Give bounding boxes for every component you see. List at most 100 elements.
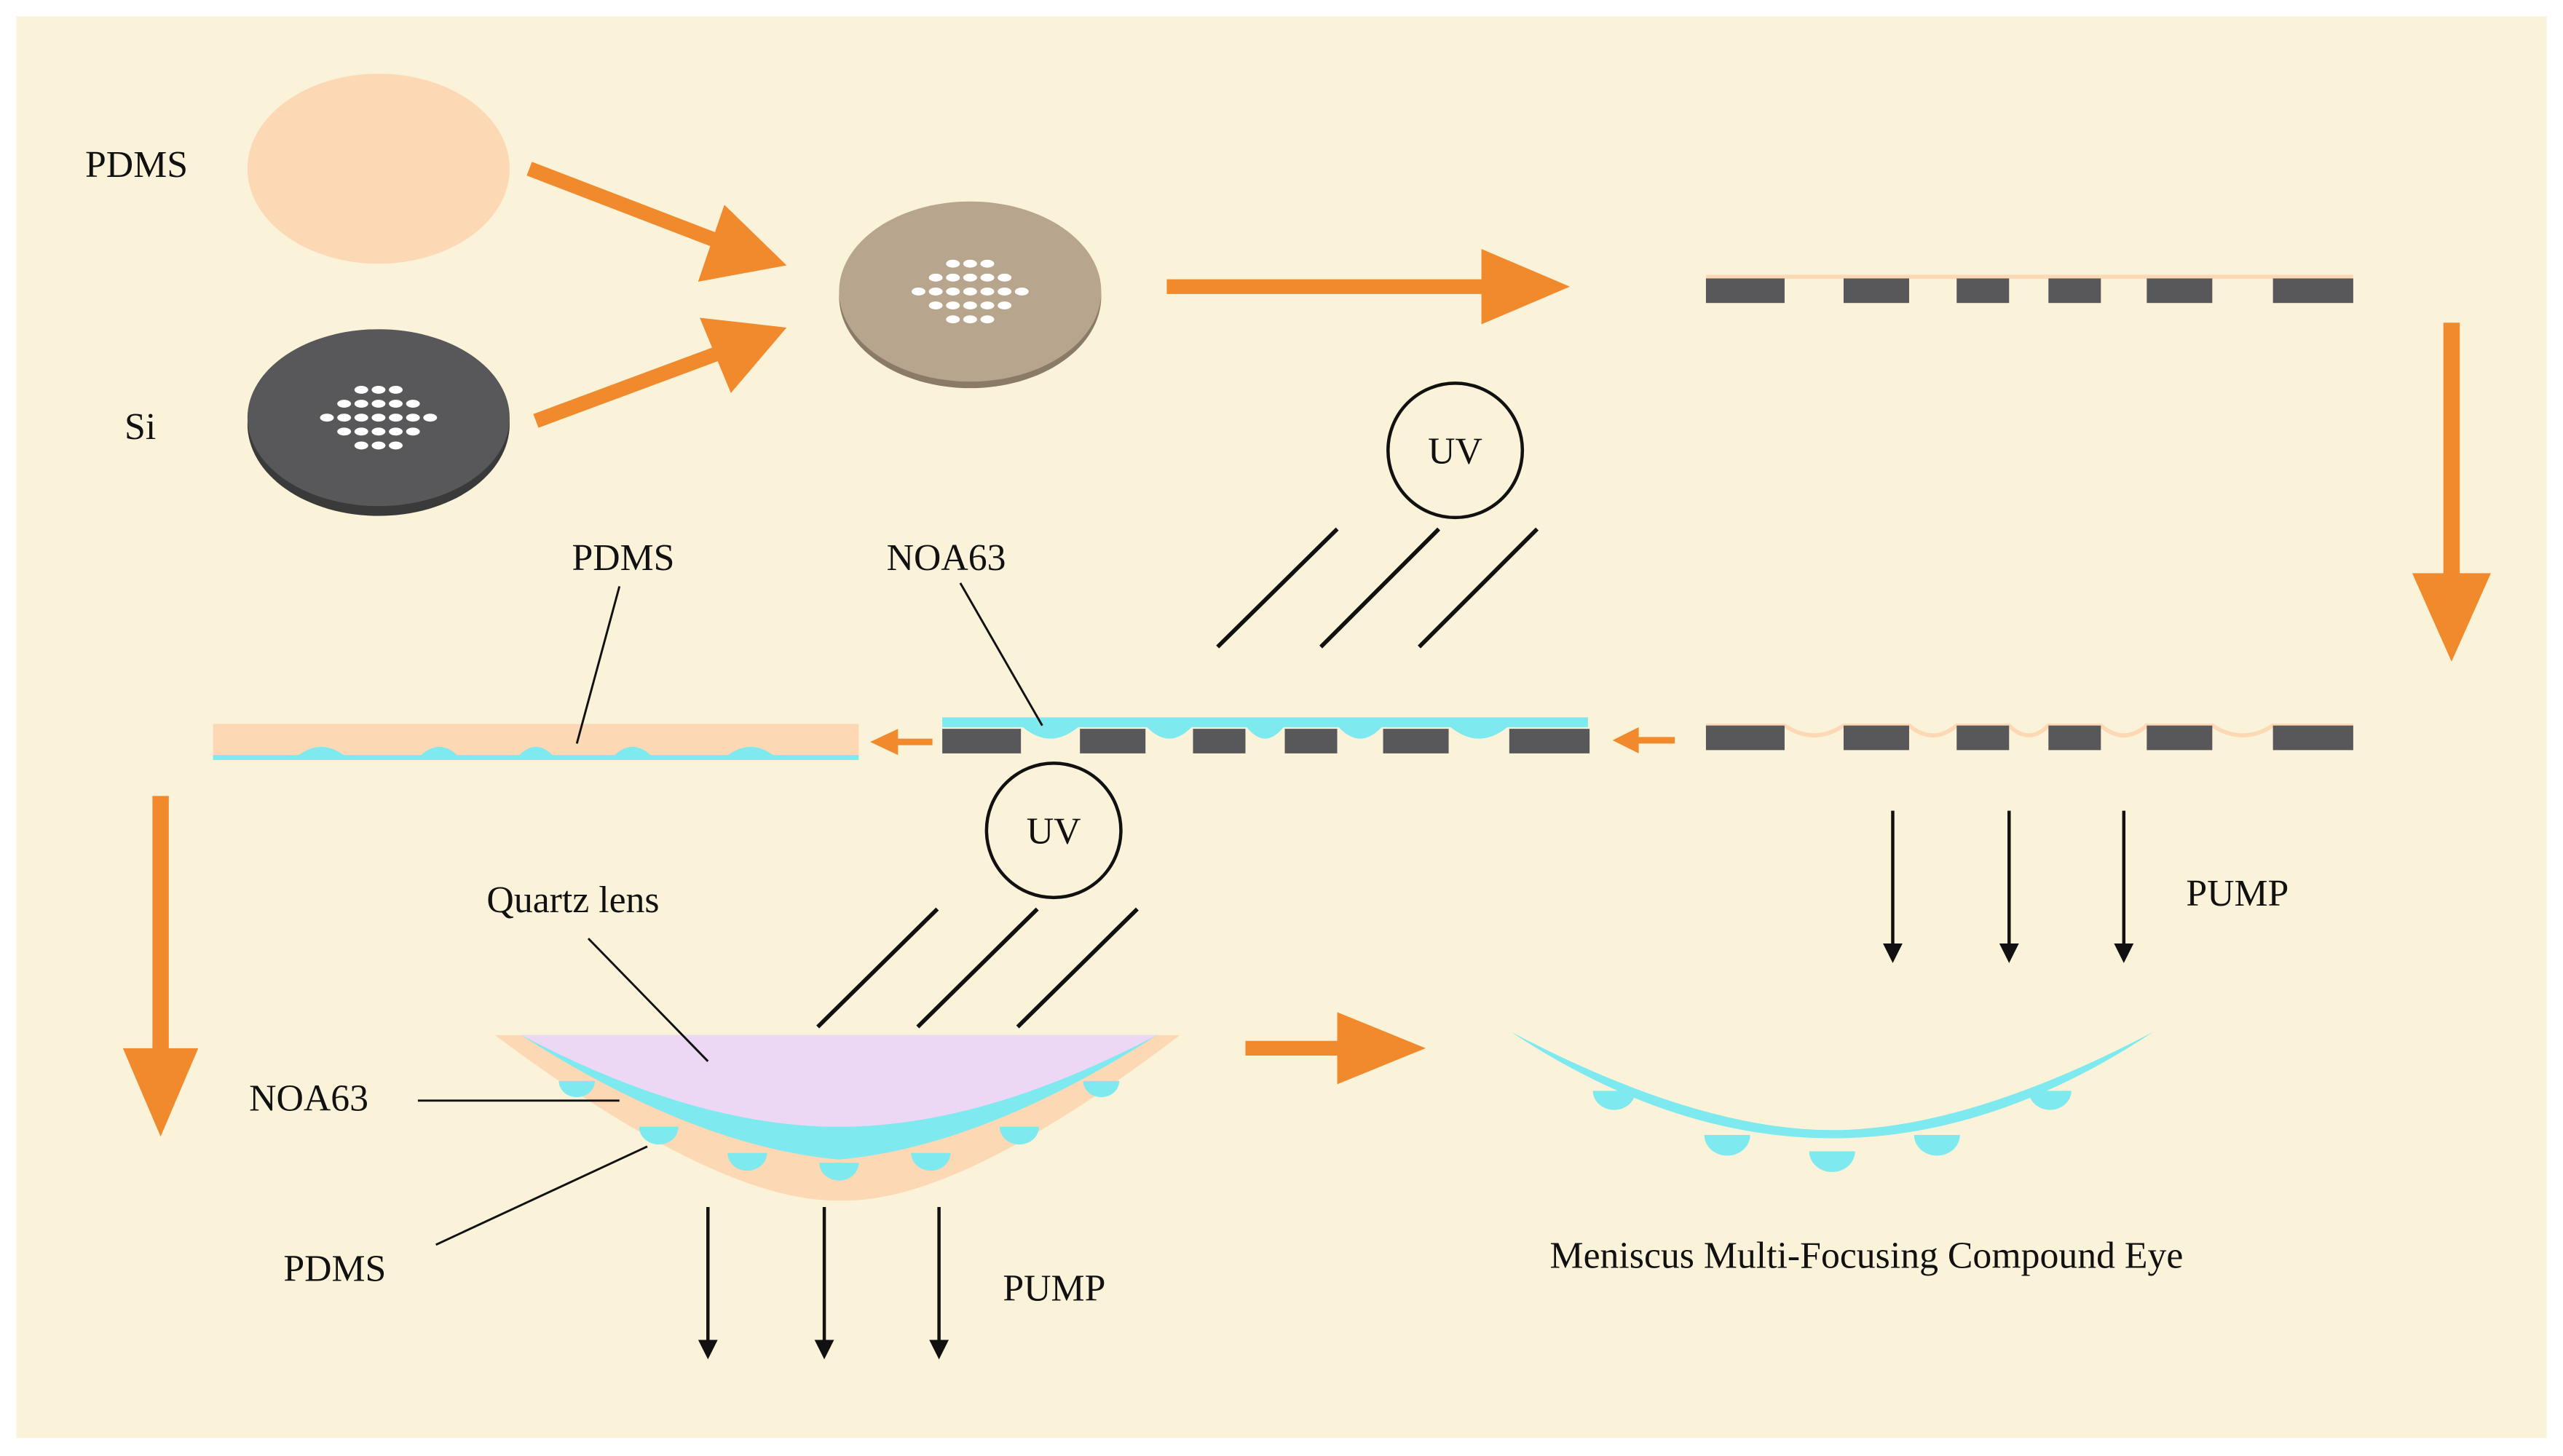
uv-rays-lower [816,907,1139,1029]
microhole [946,259,960,268]
si-segment [1705,278,1785,304]
microhole [928,288,943,296]
microhole [912,288,925,296]
microhole [406,427,420,436]
microhole [980,273,995,282]
pump-arrows-right [1882,810,2134,963]
si-segment [1843,725,1909,751]
microhole [928,273,943,282]
pdms-film-leader [575,586,621,744]
microhole [354,386,368,394]
si-segments-right [1705,725,2353,751]
microhole [946,288,960,296]
arrow-to-cross-section [1166,248,1571,325]
arrow-down-left [122,796,199,1137]
microhole [1014,288,1029,296]
si-source-label: Si [125,406,156,448]
microhole [371,441,386,450]
microhole [389,414,403,422]
microhole [371,414,386,422]
si-segments-middle [942,729,1590,753]
si-segment [2048,725,2101,751]
pdms-source-label: PDMS [85,144,188,186]
pdms-replica-film [213,724,859,760]
si-segments-top [1705,278,2353,304]
bonded-wafer-microholes [912,259,1029,324]
uv-source-upper [1386,381,1525,520]
si-segment [2147,725,2213,751]
microhole [423,414,438,422]
si-segment [1705,725,1785,751]
microhole [371,386,386,394]
microhole [354,427,368,436]
microhole [389,427,403,436]
pump-arrows-lower [698,1207,949,1360]
microhole [354,400,368,408]
microhole [371,400,386,408]
si-segment [2272,278,2353,304]
arrow-to-noa-fill [1612,727,1675,753]
microhole [337,400,352,408]
microhole [998,301,1012,309]
uv-lower-label: UV [1027,811,1081,852]
pdms-disc [247,74,510,264]
microhole [998,273,1012,282]
arrow-to-pdms-replica [870,729,933,756]
microhole [963,259,977,268]
microhole [389,386,403,394]
result-label: Meniscus Multi-Focusing Compound Eye [1550,1235,2184,1276]
si-segment [1956,278,2010,304]
si-segment [1843,278,1909,304]
cross-section-template [1705,274,2353,304]
microhole [963,288,977,296]
quartz-lens-leader [587,938,709,1062]
microhole [389,441,403,450]
noa63-fill-leader [959,582,1043,727]
microhole [406,400,420,408]
si-segment [1509,729,1590,753]
microhole [389,400,403,408]
si-segment [2048,278,2101,304]
microhole [354,441,368,450]
arrow-down-right [2412,323,2491,662]
si-segment [942,729,1022,753]
pdms-lens-leader [435,1145,648,1246]
microhole [980,301,995,309]
noa63-lens-label: NOA63 [249,1077,368,1119]
arrow-to-result [1245,1012,1426,1085]
microhole [963,315,977,324]
si-segment [1956,725,2010,751]
uv-source-lower [984,761,1123,900]
noa63-fill-label: NOA63 [887,537,1006,579]
microhole [354,414,368,422]
arrow-pdms-to-bond [526,162,787,282]
si-segment [1080,729,1146,753]
microhole [963,273,977,282]
uv-upper-label: UV [1428,431,1482,472]
cross-section-sagged [1705,723,2353,751]
lens-assembly [494,1034,1180,1201]
quartz-lens [521,1034,1157,1127]
microhole [946,301,960,309]
cross-section-noa-filled [942,717,1590,753]
microhole [337,414,352,422]
microhole [928,301,943,309]
microhole [320,414,334,422]
si-segment [2147,278,2213,304]
microhole [980,288,995,296]
microhole [406,414,420,422]
microhole [980,315,995,324]
si-segment [2272,725,2353,751]
microhole [963,301,977,309]
microhole [980,259,995,268]
pump-right-label: PUMP [2186,873,2288,914]
uv-rays-upper [1216,527,1539,649]
arrow-si-to-bond [533,317,787,428]
si-segment [1284,729,1338,753]
si-segment [1383,729,1449,753]
microhole [998,288,1012,296]
si-segment [1193,729,1246,753]
microhole [371,427,386,436]
microhole [946,315,960,324]
